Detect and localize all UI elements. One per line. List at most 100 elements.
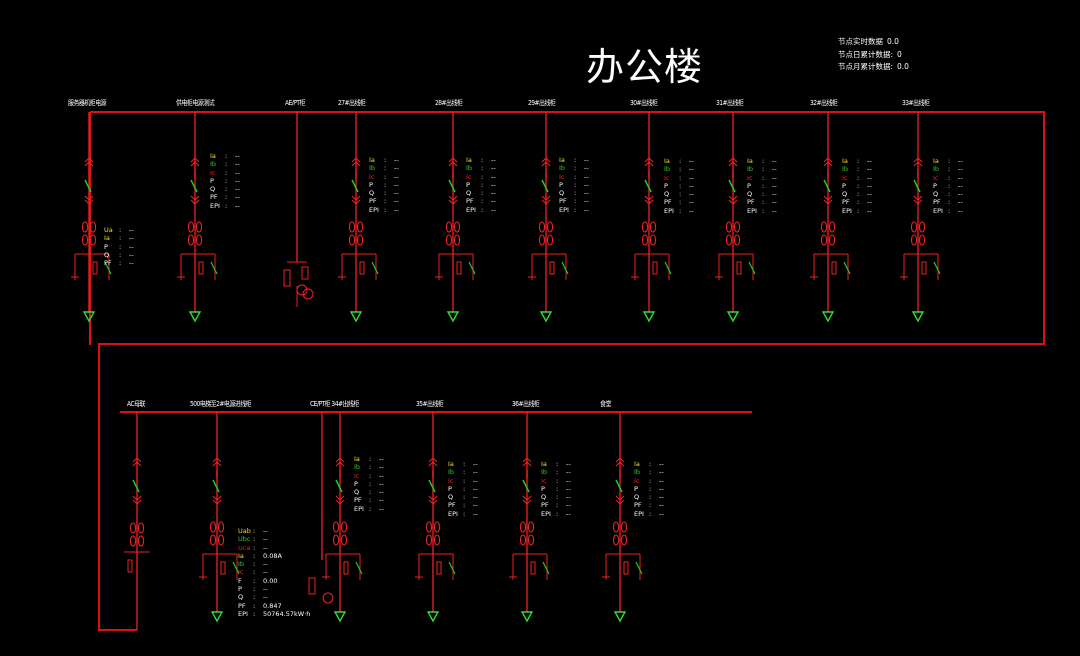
param-value: --: [394, 180, 399, 189]
param-colon: :: [253, 535, 256, 544]
feeder-r2-1-param-f: F:0.00: [238, 577, 310, 585]
param-colon: :: [481, 189, 484, 198]
feeder-r1-7-label: 31#出线柜: [716, 99, 744, 107]
param-colon: :: [384, 205, 387, 214]
feeder-r2-3-param-p: P:--: [448, 485, 478, 493]
feeder-r2-0-plug-up-0: [132, 457, 142, 463]
param-colon: :: [762, 173, 765, 182]
param-value: --: [958, 198, 963, 207]
param-value: --: [235, 176, 240, 185]
feeder-r1-7-ct-b: [733, 221, 741, 233]
feeder-r1-6-ct-b: [649, 221, 657, 233]
feeder-r1-9-param-ic: Ic:--: [933, 174, 963, 182]
feeder-r2-5-plug-down-1: [615, 499, 625, 505]
param-key: Ia: [634, 460, 640, 468]
feeder-r1-0-ct-b: [89, 221, 97, 233]
feeder-r1-3-ground: [349, 311, 363, 323]
param-colon: :: [119, 234, 122, 243]
param-key: PF: [933, 198, 941, 207]
feeder-r1-6-param-q: Q:--: [664, 190, 694, 198]
feeder-r1-4-ct-b: [453, 234, 461, 246]
feeder-r1-1-ct-b: [195, 234, 203, 246]
param-colon: :: [481, 197, 484, 206]
feeder-r2-pt-fuse: [308, 577, 316, 595]
feeder-r1-7-switch: [728, 179, 736, 193]
param-key: Q: [104, 250, 110, 259]
feeder-r1-6-param-epi: EPI:--: [664, 207, 694, 215]
param-key: P: [104, 242, 108, 251]
feeder-r2-1-symbol: [199, 412, 240, 623]
param-colon: :: [481, 172, 484, 181]
param-colon: :: [649, 493, 652, 502]
param-key: Q: [466, 189, 472, 198]
feeder-r2-1-param-ia: Ia:0.08A: [238, 552, 310, 560]
param-value: --: [689, 198, 694, 207]
feeder-r2-2-earth-sw: [355, 561, 363, 575]
param-value: --: [263, 535, 268, 544]
feeder-r1-4-label: 28#出线柜: [435, 99, 463, 107]
param-colon: :: [948, 190, 951, 199]
feeder-r1-8-plug-up-0: [823, 157, 833, 163]
param-value: --: [584, 172, 589, 181]
feeder-r1-4-ct-b: [453, 221, 461, 233]
feeder-r1-1-plug-up-0: [190, 157, 200, 163]
param-key: Q: [842, 190, 848, 199]
param-key: Ib: [541, 468, 548, 477]
param-colon: :: [119, 259, 122, 268]
param-key: Ib: [238, 560, 245, 569]
param-key: Ib: [448, 468, 455, 477]
feeder-r1-1-plug-down-1: [190, 199, 200, 205]
stat-monthly-label: 节点月累计数据:: [838, 62, 894, 71]
param-key: P: [842, 181, 846, 190]
param-value: --: [958, 206, 963, 215]
feeder-r1-5-param-epi: EPI:--: [559, 206, 589, 214]
param-value: --: [394, 172, 399, 181]
feeder-r1-7-ct-a: [725, 221, 733, 233]
feeder-r1-4-plug-down-0: [448, 195, 458, 201]
feeder-r2-4-param-pf: PF:--: [541, 501, 571, 509]
feeder-r1-7-param-ic: Ic:--: [747, 174, 777, 182]
feeder-r2-4-plug-down-1: [522, 499, 532, 505]
feeder-r1-9-resistor: [921, 261, 927, 275]
param-colon: :: [481, 205, 484, 214]
feeder-r2-1-resistor: [220, 561, 226, 575]
feeder-r1-8-param-pf: PF:--: [842, 198, 872, 206]
param-value: --: [491, 156, 496, 164]
param-value: 0.847: [263, 601, 282, 610]
feeder-r1-7-resistor: [736, 261, 742, 275]
feeder-r2-1-param-ic: Ic:--: [238, 568, 310, 576]
feeder-r1-9-ct-b: [918, 234, 926, 246]
feeder-r1-0-ct-a: [81, 234, 89, 246]
feeder-r1-9-param-q: Q:--: [933, 190, 963, 198]
param-colon: :: [857, 181, 860, 190]
param-key: EPI: [238, 609, 248, 618]
feeder-r2-0-plug-down-1: [132, 499, 142, 505]
feeder-r2-2-param-q: Q:--: [354, 488, 384, 496]
feeder-r2-1-param-ubc: Ubc:--: [238, 535, 310, 543]
feeder-r1-9-param-epi: EPI:--: [933, 207, 963, 215]
stat-realtime-value: 0.0: [887, 37, 899, 46]
feeder-r1-3-resistor: [359, 261, 365, 275]
feeder-r1-6-param-ib: Ib:--: [664, 165, 694, 173]
feeder-r1-6-plug-down-1: [644, 199, 654, 205]
param-colon: :: [481, 164, 484, 173]
param-value: --: [659, 509, 664, 518]
feeder-r1-5-param-ic: Ic:--: [559, 173, 589, 181]
param-colon: :: [649, 476, 652, 485]
feeder-r1-4-resistor: [456, 261, 462, 275]
stat-monthly-value: 0.0: [897, 62, 909, 71]
feeder-r2-3-symbol: [415, 412, 456, 623]
feeder-r1-5-param-pf: PF:--: [559, 197, 589, 205]
param-colon: :: [857, 165, 860, 174]
param-key: P: [747, 181, 751, 190]
param-key: PF: [369, 197, 377, 206]
param-colon: :: [463, 509, 466, 518]
feeder-r1-3-plug-up-0: [351, 157, 361, 163]
param-value: --: [566, 460, 571, 468]
param-value: --: [689, 165, 694, 174]
feeder-r1-1-ct-b: [195, 221, 203, 233]
param-key: EPI: [354, 504, 364, 513]
param-value: --: [584, 189, 589, 198]
feeder-r1-8-ct-b: [828, 234, 836, 246]
param-colon: :: [119, 226, 122, 234]
